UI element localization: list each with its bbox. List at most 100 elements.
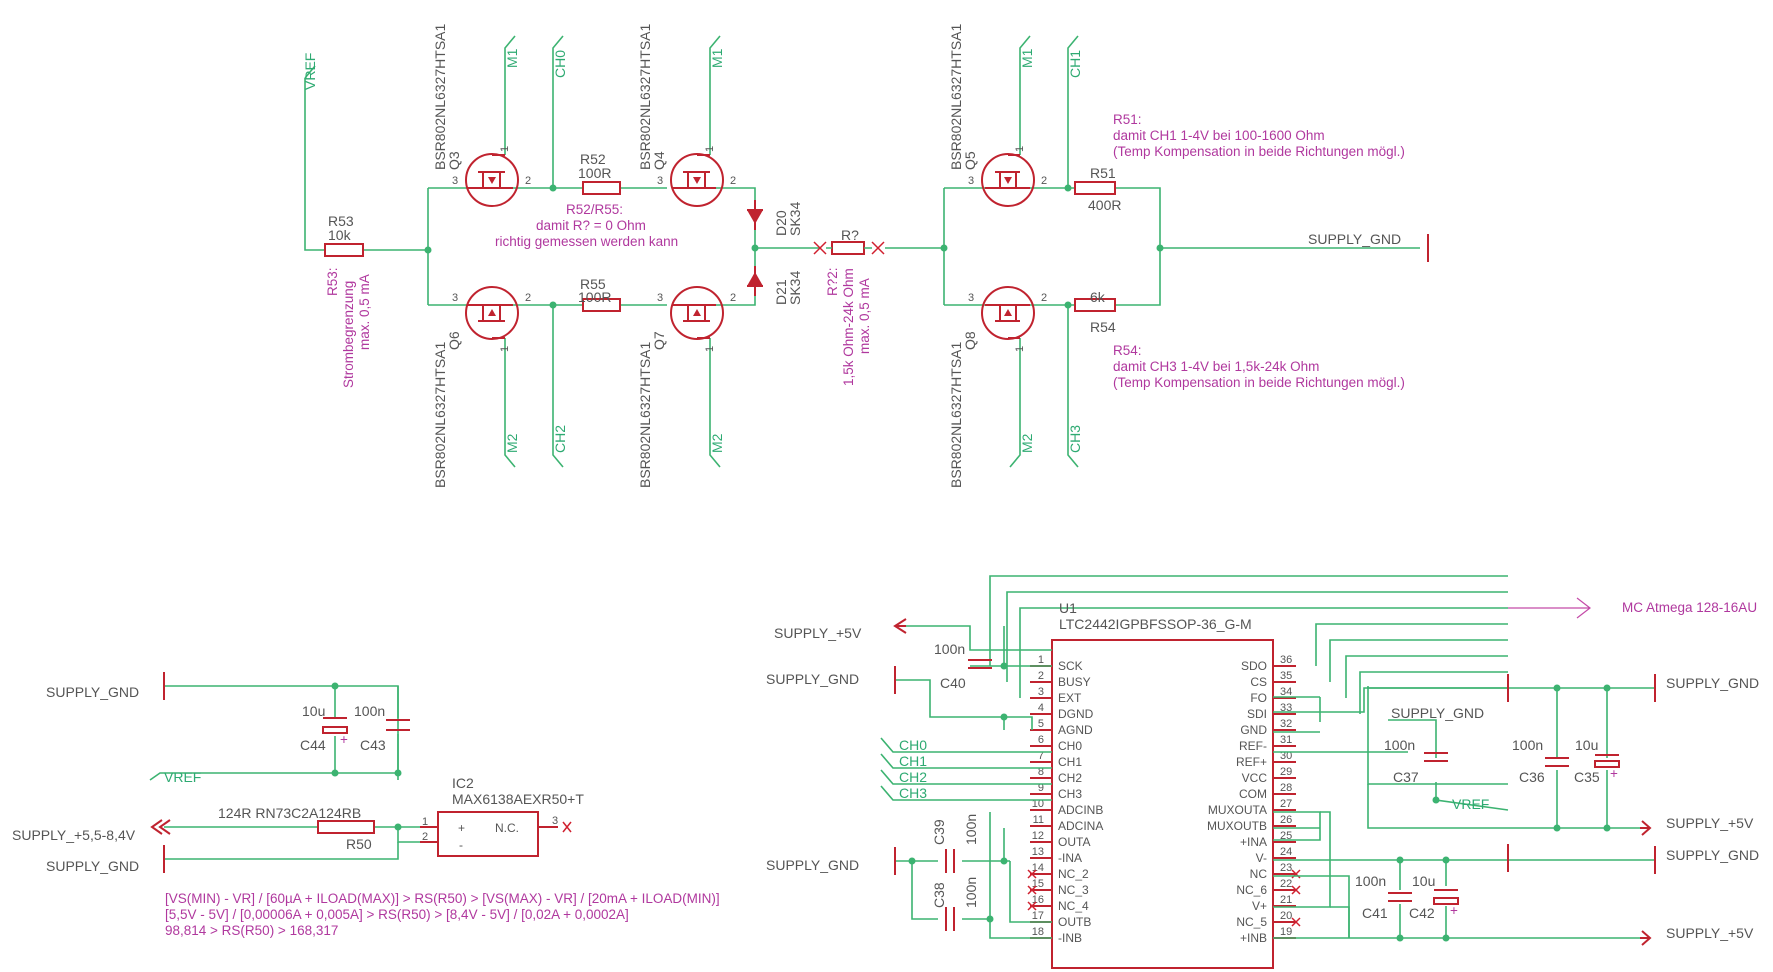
net-label-ch0: CH0 [552, 50, 568, 78]
c37-value: 100n [1384, 737, 1415, 753]
u1-pin-number-left: 18 [1032, 926, 1044, 938]
net-ch1-adc: CH1 [899, 753, 927, 769]
u1-pin-name-right: V- [1256, 851, 1267, 865]
formula-line2: [5,5V - 5V] / [0,00006A + 0,005A] > RS(R… [165, 907, 629, 922]
q8-name: Q8 [962, 331, 978, 350]
ic2-part: MAX6138AEXR50+T [452, 791, 584, 807]
net-supply-5v-top: SUPPLY_+5V [774, 625, 862, 641]
ic2-nc: N.C. [495, 821, 519, 835]
net-vref: VREF [164, 769, 201, 785]
d21-value: SK34 [787, 271, 803, 305]
r50-value: 124R RN73C2A124RB [218, 805, 361, 821]
note-r53-line2: Strombegrenzung [341, 281, 356, 388]
net-supply-gnd-right1: SUPPLY_GND [1666, 675, 1759, 691]
u1-pin-name-left: OUTA [1058, 835, 1090, 849]
u1-pin-name-right: GND [1240, 723, 1267, 737]
u1-nc-mark-left [1027, 869, 1037, 879]
q8-pin1: 1 [1014, 346, 1026, 352]
c38-name: C38 [931, 882, 947, 908]
net-label-ch1: CH1 [1067, 50, 1083, 78]
u1-pin-number-right: 31 [1280, 734, 1292, 746]
r54-value-top: 6k [1090, 289, 1106, 305]
q3-pin1: 1 [499, 146, 511, 152]
net-ch2-adc: CH2 [899, 769, 927, 785]
r55-name: R55 [580, 276, 606, 292]
note-rq-line2: 1,5k Ohm-24k Ohm [841, 268, 856, 386]
q7-pin1: 1 [704, 346, 716, 352]
net-label-m2-q6: M2 [504, 433, 520, 453]
q5-pin2: 2 [1041, 175, 1047, 187]
d20-value: SK34 [787, 202, 803, 236]
q5-pin3: 3 [968, 175, 974, 187]
u1-pin-name-right: V+ [1252, 899, 1267, 913]
net-label-vref: VREF [302, 53, 318, 90]
c38-value: 100n [963, 877, 979, 908]
note-r54-line2: damit CH3 1-4V bei 1,5k-24k Ohm [1113, 359, 1319, 374]
u1-pin-number-right: 24 [1280, 846, 1292, 858]
c39-value: 100n [963, 814, 979, 845]
u1-pin-name-left: BUSY [1058, 675, 1091, 689]
net-supply-gnd-left1: SUPPLY_GND [766, 671, 859, 687]
capacitor-c37 [1424, 752, 1448, 762]
net-label-m2-q7: M2 [709, 433, 725, 453]
u1-pin-number-left: 2 [1038, 670, 1044, 682]
u1-pin-number-right: 23 [1280, 862, 1292, 874]
u1-pin-name-right: NC_6 [1236, 883, 1267, 897]
mosfet-q7 [670, 286, 724, 340]
u1-nc-mark-right [1291, 917, 1301, 927]
u1-pin-name-right: VCC [1242, 771, 1268, 785]
note-r54-line1: R54: [1113, 343, 1142, 358]
u1-pin-name-right: REF- [1239, 739, 1267, 753]
note-rq-line1: R?2: [825, 267, 840, 296]
d21-name: D21 [773, 279, 789, 305]
q4-part: BSR802NL6327HTSA1 [637, 23, 653, 170]
resistor-r-unknown [831, 241, 865, 255]
c44-value: 10u [302, 703, 325, 719]
ic2-pin3: 3 [552, 815, 558, 827]
q5-name: Q5 [962, 151, 978, 170]
u1-pin-number-left: 12 [1032, 830, 1044, 842]
q6-part: BSR802NL6327HTSA1 [432, 341, 448, 488]
r54-name-below: R54 [1090, 319, 1116, 335]
q3-name: Q3 [446, 151, 462, 170]
note-r51-line3: (Temp Kompensation in beide Richtungen m… [1113, 144, 1405, 159]
u1-pin-number-right: 27 [1280, 798, 1292, 810]
resistor-r50 [317, 820, 375, 834]
voltage-reference-section: SUPPLY_GND VREF SUPPLY_+5,5-8,4V SUPPLY_… [12, 672, 720, 938]
u1-pin-name-left: SCK [1058, 659, 1083, 673]
q4-pin3: 3 [657, 175, 663, 187]
mosfet-q6 [465, 286, 519, 340]
capacitor-c39 [945, 849, 955, 873]
u1-body [1051, 639, 1274, 969]
mosfet-switch-section: VREF M1 CH0 M1 M1 CH1 M2 CH2 M2 M2 CH3 S… [302, 23, 1429, 488]
u1-pin-name-left: NC_4 [1058, 899, 1089, 913]
net-label-ch3: CH3 [1067, 425, 1083, 453]
u1-pin-number-right: 28 [1280, 782, 1292, 794]
u1-pin-number-left: 6 [1038, 734, 1044, 746]
c35-value: 10u [1575, 737, 1598, 753]
u1-pin-number-right: 26 [1280, 814, 1292, 826]
formula-line1: [VS(MIN) - VR] / [60µA + ILOAD(MAX)] > R… [165, 891, 720, 906]
c35-polarity: + [1610, 766, 1618, 781]
resistor-r54 [1074, 298, 1116, 312]
u1-pin-name-left: CH0 [1058, 739, 1082, 753]
ic2-pin2: 2 [422, 831, 428, 843]
u1-pin-name-left: CH3 [1058, 787, 1082, 801]
u1-pin-number-right: 36 [1280, 654, 1292, 666]
c44-polarity: + [340, 732, 348, 747]
capacitor-c36 [1545, 757, 1569, 767]
u1-pin-name-right: SDO [1241, 659, 1267, 673]
net-supply-gnd-left2: SUPPLY_GND [766, 857, 859, 873]
q8-part: BSR802NL6327HTSA1 [948, 341, 964, 488]
u1-pin-name-left: ADCINA [1058, 819, 1103, 833]
c43-name: C43 [360, 737, 386, 753]
q6-pin1: 1 [499, 346, 511, 352]
u1-pin-name-left: AGND [1058, 723, 1093, 737]
u1-pin-number-left: 4 [1038, 702, 1044, 714]
u1-pin-number-right: 35 [1280, 670, 1292, 682]
u1-part: LTC2442IGPBFSSOP-36_G-M [1059, 616, 1252, 632]
net-label-supply-gnd: SUPPLY_GND [1308, 231, 1401, 247]
c40-name: C40 [940, 675, 966, 691]
resistor-r51 [1074, 181, 1116, 195]
c36-name: C36 [1519, 769, 1545, 785]
